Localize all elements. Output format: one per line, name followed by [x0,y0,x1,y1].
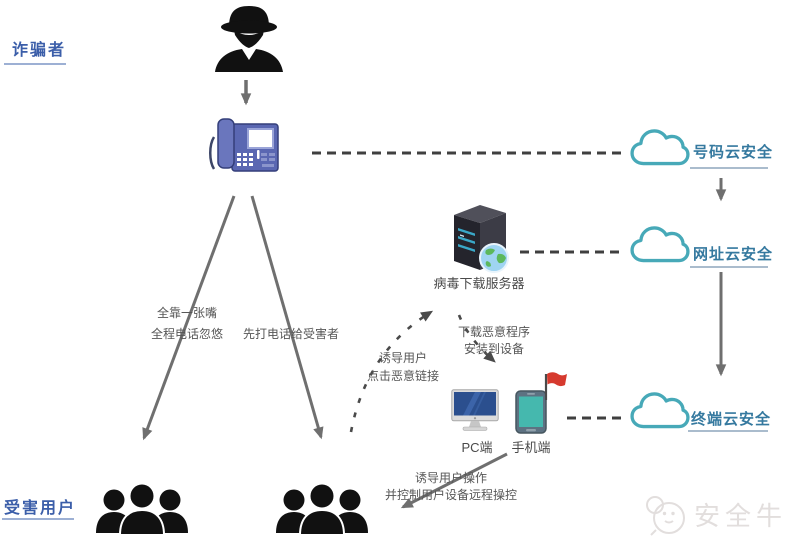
brand-logo-icon [643,492,689,538]
terminal-cloud-icon [630,389,690,431]
arrow-phone-to-victims-right [250,195,324,440]
edge-label-lure-click: 诱导用户 点击恶意链接 [343,349,463,385]
pc-label: PC端 [461,440,493,455]
arrow-devices-to-victims [400,452,508,509]
number-cloud-label: 号码云安全 [693,144,774,161]
server-label: 病毒下载服务器 [433,276,525,291]
terminal-cloud-underline [688,430,768,432]
edge-label-download-line1: 下载恶意程序 [457,325,530,339]
smartphone-icon [515,390,547,434]
url-cloud-label: 网址云安全 [693,246,774,263]
brand-name: 安全牛 [694,501,788,531]
desk-phone-icon [206,117,282,177]
victims-group-right [272,483,372,539]
edge-label-lure-click-line1: 诱导用户 [378,351,427,365]
pc-icon [451,389,499,433]
red-flag-icon [543,371,569,401]
victims-group-left [92,483,192,539]
number-cloud-icon [630,126,690,168]
url-cloud-underline [690,266,768,268]
terminal-cloud-label: 终端云安全 [691,411,772,428]
edge-label-lure-click-line2: 点击恶意链接 [366,369,439,383]
fraudster-section-label: 诈骗者 [12,42,67,59]
edge-label-phone-talk: 全靠一张嘴 全程电话忽悠 [126,303,248,345]
dashed-server-to-devices [457,314,496,363]
arrow-phone-to-victims-left [142,195,236,441]
victims-section-label: 受害用户 [4,500,77,517]
fraudster-label-underline [4,63,66,65]
edge-label-phone-talk-line2: 全程电话忽悠 [150,327,223,341]
edge-label-download-line2: 安装到设备 [463,342,524,356]
edge-label-phone-talk-line1: 全靠一张嘴 [156,306,217,320]
server-icon [444,202,514,274]
number-cloud-underline [690,167,768,169]
edge-label-download: 下载恶意程序 安装到设备 [434,324,554,358]
victims-label-underline [2,518,74,520]
spy-icon [213,3,285,75]
edge-label-call-first: 先打电话给受害者 [242,327,339,341]
mobile-label: 手机端 [511,440,551,455]
edge-label-control: 诱导用户操作 并控制用户设备远程操控 [370,470,532,504]
edge-label-control-line2: 并控制用户设备远程操控 [384,488,517,502]
dashed-victims-to-server [349,310,434,433]
url-cloud-icon [630,223,690,265]
edge-label-control-line1: 诱导用户操作 [414,471,487,485]
